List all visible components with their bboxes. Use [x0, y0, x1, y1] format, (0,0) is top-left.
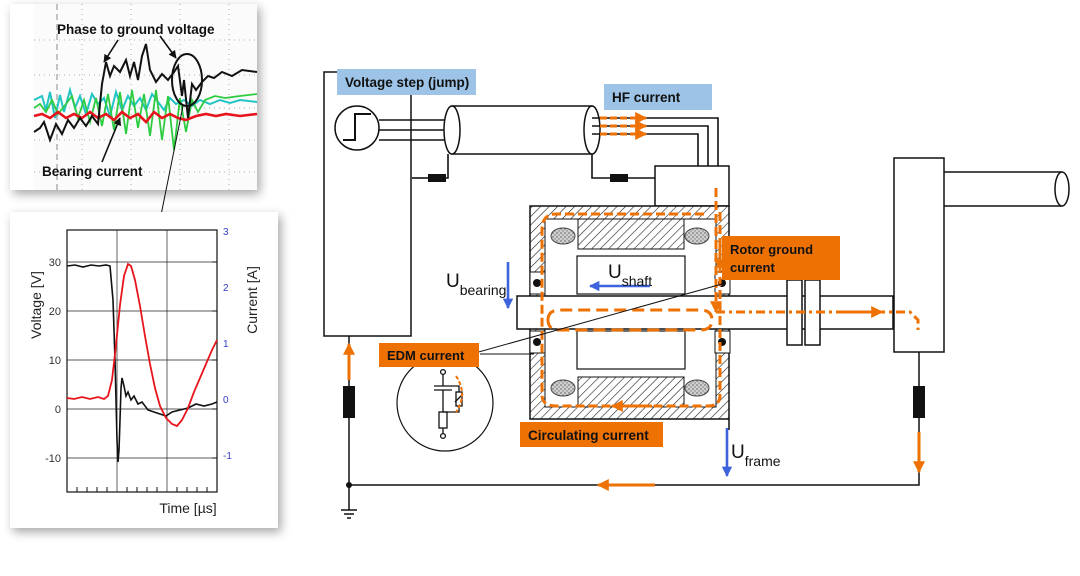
load-machine: [893, 157, 945, 353]
scope-bottom-minor-ticks: [76, 261, 217, 492]
right-tick-3: 3: [223, 227, 229, 238]
right-tick-1: 1: [223, 339, 229, 350]
ground-impedance-right: [913, 386, 925, 418]
hf-current-label-box: [604, 84, 712, 110]
right-tick-minus1: -1: [223, 451, 232, 462]
edm-label: EDM current: [387, 348, 465, 363]
left-tick-0: 0: [55, 404, 61, 416]
scope-top-panel: Phase to ground voltage Bearing current: [10, 4, 258, 231]
xlabel-time: Time [µs]: [159, 500, 216, 516]
hf-current-arrows: [600, 112, 648, 140]
scope-top-bearing-label: Bearing current: [42, 164, 143, 179]
cable-body: [451, 105, 593, 155]
ylabel-voltage: Voltage [V]: [28, 271, 44, 339]
left-tick-minus10: -10: [45, 453, 61, 465]
rotor-ground-label-line2: current: [730, 260, 775, 275]
scope-bottom-frame: [10, 212, 278, 528]
scope-bottom-plot-area: [66, 229, 218, 493]
scope-top-title: Phase to ground voltage: [57, 22, 215, 37]
bearing-ball-lt: [533, 279, 541, 287]
bearing-ball-lb: [533, 338, 541, 346]
ground-symbol-icon: [341, 509, 357, 519]
step-symbol-icon: [343, 113, 371, 141]
stator-winding-bottom: [577, 376, 685, 408]
system-diagram: Voltage step (jump) HF current Rotor gro…: [323, 69, 1070, 519]
rotor-ground-label-box: [722, 236, 840, 280]
rotor-ground-label-line1: Rotor ground: [730, 242, 813, 257]
scope-top-trace-cyan: [33, 86, 258, 120]
u-frame-base: U: [731, 442, 745, 463]
ground-impedance-left: [343, 386, 355, 418]
ground-node: [346, 482, 352, 488]
scope-top-trace-green: [33, 89, 258, 151]
u-bearing-label: Ubearing: [446, 271, 506, 298]
circulating-current-loop: [540, 212, 722, 408]
u-shaft-sub: shaft: [622, 273, 652, 289]
u-bearing-base: U: [446, 271, 460, 292]
winding-end-bottom-left: [550, 379, 576, 397]
voltage-step-label: Voltage step (jump): [345, 75, 469, 90]
cable-end-left: [443, 105, 461, 155]
scope-bottom-voltage-trace: [66, 264, 218, 463]
winding-end-bottom-right: [684, 379, 710, 397]
rotor-core-bottom: [576, 330, 686, 370]
scope-bottom-panel: 30 20 10 0 -10 3 2 1 0 -1 Voltage [V] Cu…: [10, 212, 278, 528]
scope-top-trace-red: [33, 110, 258, 124]
u-shaft-base: U: [608, 262, 622, 283]
cable-shield-ferrite-left: [428, 174, 446, 182]
scope-top-title-arrow-2: [159, 35, 177, 59]
winding-end-top-left: [550, 227, 576, 245]
scope-top-title-arrow-1: [103, 39, 119, 63]
voltage-arrows: [502, 262, 733, 478]
load-shaft-end: [1054, 171, 1070, 207]
terminal-box: [654, 165, 730, 207]
voltage-step-label-box: [337, 69, 476, 95]
scope-top-trace-black: [33, 43, 258, 143]
phase-wires-in: [379, 119, 455, 141]
circulating-label: Circulating current: [528, 428, 649, 443]
cable-end-right: [583, 105, 601, 155]
u-frame-sub: frame: [745, 453, 781, 469]
circulating-label-box: [520, 422, 663, 447]
winding-end-top-right: [684, 227, 710, 245]
right-tick-2: 2: [223, 283, 229, 294]
u-frame-label: Uframe: [731, 442, 781, 469]
voltage-step-source: [334, 105, 380, 151]
u-bearing-sub: bearing: [460, 282, 507, 298]
ylabel-current: Current [A]: [244, 266, 260, 334]
hf-current-label: HF current: [612, 90, 681, 105]
load-shaft: [944, 171, 1062, 207]
u-shaft-label: Ushaft: [608, 262, 652, 289]
scope-top-bearing-arrow: [101, 117, 121, 163]
left-tick-20: 20: [49, 306, 61, 318]
scope-zoom-line: [157, 105, 184, 231]
scope-bottom-current-trace: [66, 262, 218, 428]
left-tick-30: 30: [49, 257, 61, 269]
edm-equivalent-circuit-icon: [434, 368, 464, 440]
scope-top-grid: [34, 4, 257, 190]
edm-detail-current: [455, 375, 463, 413]
edm-leader-2: [449, 283, 723, 361]
left-tick-10: 10: [49, 355, 61, 367]
scope-top-zoom-ellipse: [171, 53, 203, 107]
right-tick-0: 0: [223, 395, 229, 406]
cable-shield-ferrite-right: [610, 174, 628, 182]
stator-winding-top: [577, 218, 685, 250]
current-paths: [343, 188, 925, 491]
edm-label-box: [379, 343, 479, 367]
